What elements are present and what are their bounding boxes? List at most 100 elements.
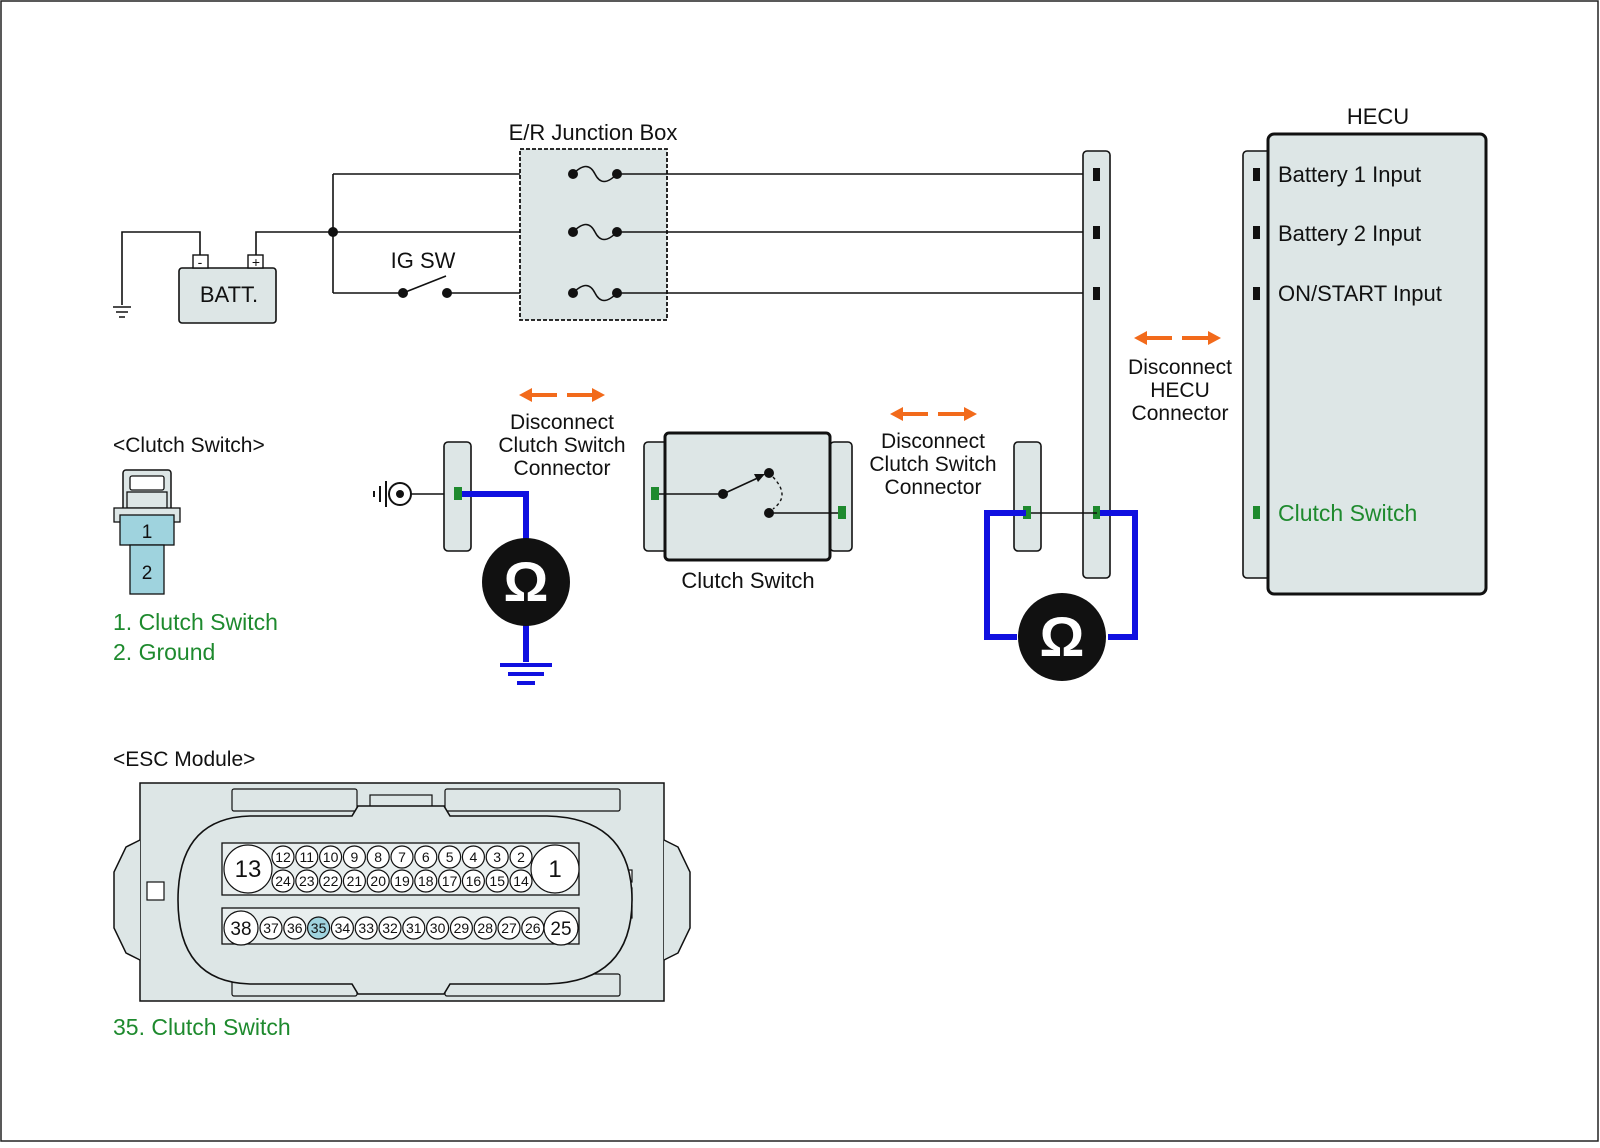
esc-pin-7: 7 bbox=[398, 849, 406, 865]
hecu-module: HECU Battery 1 Input Battery 2 Input ON/… bbox=[1242, 104, 1488, 596]
esc-pin-27: 27 bbox=[501, 920, 517, 936]
esc-pin-15-cavity bbox=[485, 869, 509, 893]
esc-pin-1-cavity bbox=[530, 844, 580, 894]
esc-pin-28-cavity bbox=[473, 916, 497, 940]
esc-pin-31: 31 bbox=[406, 920, 422, 936]
battery-negative-label: - bbox=[198, 254, 203, 270]
esc-pin-10: 10 bbox=[323, 849, 339, 865]
esc-pin-18-cavity bbox=[414, 869, 438, 893]
fuse-2 bbox=[568, 223, 622, 241]
esc-pin-19-cavity bbox=[390, 869, 414, 893]
esc-pin-11-cavity bbox=[295, 845, 319, 869]
hecu-pin-clutch-switch: Clutch Switch bbox=[1278, 500, 1417, 526]
esc-pin-24-cavity bbox=[271, 869, 295, 893]
esc-pin-16: 16 bbox=[466, 873, 482, 889]
fuse-3 bbox=[568, 284, 622, 302]
clutch-connector-legend-1: 1. Clutch Switch bbox=[113, 609, 278, 635]
battery-ground-icon bbox=[113, 306, 131, 318]
esc-pin-13-cavity bbox=[223, 844, 273, 894]
esc-pin-38: 38 bbox=[230, 919, 251, 940]
esc-pin-30-cavity bbox=[426, 916, 450, 940]
esc-pin-36: 36 bbox=[287, 920, 303, 936]
esc-pin-31-cavity bbox=[402, 916, 426, 940]
clutch-right-disconnect-line1: Disconnect bbox=[881, 430, 985, 453]
esc-pin-2: 2 bbox=[517, 849, 525, 865]
junction-box: E/R Junction Box bbox=[509, 120, 678, 321]
esc-pin-10-cavity bbox=[319, 845, 343, 869]
esc-pin-35-cavity bbox=[307, 916, 331, 940]
esc-pin-32-cavity bbox=[378, 916, 402, 940]
esc-pin-19: 19 bbox=[394, 873, 410, 889]
battery-label: BATT. bbox=[200, 282, 258, 307]
clutch-left-disconnect-line1: Disconnect bbox=[510, 411, 614, 434]
esc-pin-34: 34 bbox=[335, 920, 351, 936]
ohmmeter-right-icon: Ω bbox=[1018, 593, 1106, 681]
clutch-harness-connector-right bbox=[1013, 441, 1042, 552]
esc-pin-5: 5 bbox=[446, 849, 454, 865]
esc-pin-21: 21 bbox=[347, 873, 363, 889]
esc-pin-24: 24 bbox=[275, 873, 291, 889]
esc-pin-9-cavity bbox=[342, 845, 366, 869]
esc-pin-1: 1 bbox=[548, 856, 561, 883]
esc-pin-25: 25 bbox=[550, 919, 571, 940]
clutch-left-disconnect-arrows bbox=[519, 388, 605, 402]
ig-switch-label: IG SW bbox=[391, 248, 456, 273]
esc-pin-22-cavity bbox=[319, 869, 343, 893]
esc-pin-17: 17 bbox=[442, 873, 458, 889]
clutch-connector-pin-1: 1 bbox=[142, 522, 153, 543]
esc-pin-29: 29 bbox=[454, 920, 470, 936]
esc-pin-8-cavity bbox=[366, 845, 390, 869]
esc-pin-34-cavity bbox=[330, 916, 354, 940]
esc-pin-5-cavity bbox=[438, 845, 462, 869]
clutch-left-disconnect-line2: Clutch Switch bbox=[498, 434, 625, 457]
clutch-connector-legend-2: 2. Ground bbox=[113, 639, 215, 665]
esc-pin-26: 26 bbox=[525, 920, 541, 936]
clutch-connector-pin-2: 2 bbox=[142, 563, 153, 584]
esc-pin-3-cavity bbox=[485, 845, 509, 869]
esc-pin-17-cavity bbox=[438, 869, 462, 893]
esc-pin-7-cavity bbox=[390, 845, 414, 869]
esc-pin-27-cavity bbox=[497, 916, 521, 940]
clutch-right-disconnect-line2: Clutch Switch bbox=[869, 453, 996, 476]
esc-pin-20: 20 bbox=[370, 873, 386, 889]
hecu-disconnect-line1: Disconnect bbox=[1128, 356, 1232, 379]
right-meter-lead-a bbox=[984, 510, 1026, 640]
esc-pin-12: 12 bbox=[275, 849, 291, 865]
esc-pin-3: 3 bbox=[493, 849, 501, 865]
hecu-pin-on-start: ON/START Input bbox=[1278, 281, 1442, 306]
esc-pin-14: 14 bbox=[513, 873, 529, 889]
esc-pin-4: 4 bbox=[470, 849, 478, 865]
esc-pin-25-cavity bbox=[543, 910, 579, 946]
esc-pin-30: 30 bbox=[430, 920, 446, 936]
esc-pin-6: 6 bbox=[422, 849, 430, 865]
battery-ground-wire bbox=[121, 231, 201, 305]
esc-pin-28: 28 bbox=[477, 920, 493, 936]
esc-pin-37: 37 bbox=[263, 920, 279, 936]
clutch-connector-heading: <Clutch Switch> bbox=[113, 434, 265, 457]
esc-pin-16-cavity bbox=[461, 869, 485, 893]
ohmmeter-left-symbol: Ω bbox=[504, 550, 549, 613]
hecu-pin-battery2: Battery 2 Input bbox=[1278, 221, 1421, 246]
junction-box-title: E/R Junction Box bbox=[509, 120, 678, 145]
esc-pin-23-cavity bbox=[295, 869, 319, 893]
esc-pin-35: 35 bbox=[311, 920, 327, 936]
esc-pin-38-cavity bbox=[223, 910, 259, 946]
esc-pin-4-cavity bbox=[461, 845, 485, 869]
esc-pin-29-cavity bbox=[449, 916, 473, 940]
hecu-title: HECU bbox=[1347, 104, 1409, 129]
ohmmeter-right-symbol: Ω bbox=[1040, 605, 1085, 668]
esc-pin-32: 32 bbox=[382, 920, 398, 936]
clutch-switch-component: Clutch Switch bbox=[643, 431, 853, 593]
esc-pin-33: 33 bbox=[358, 920, 374, 936]
battery: - + BATT. bbox=[178, 254, 277, 324]
esc-module-legend: 35. Clutch Switch bbox=[113, 1014, 291, 1040]
clutch-right-disconnect-line3: Connector bbox=[885, 476, 982, 499]
hecu-disconnect-arrows bbox=[1134, 331, 1221, 345]
esc-pin-11: 11 bbox=[300, 849, 315, 865]
right-meter-lead-b bbox=[1100, 510, 1138, 640]
